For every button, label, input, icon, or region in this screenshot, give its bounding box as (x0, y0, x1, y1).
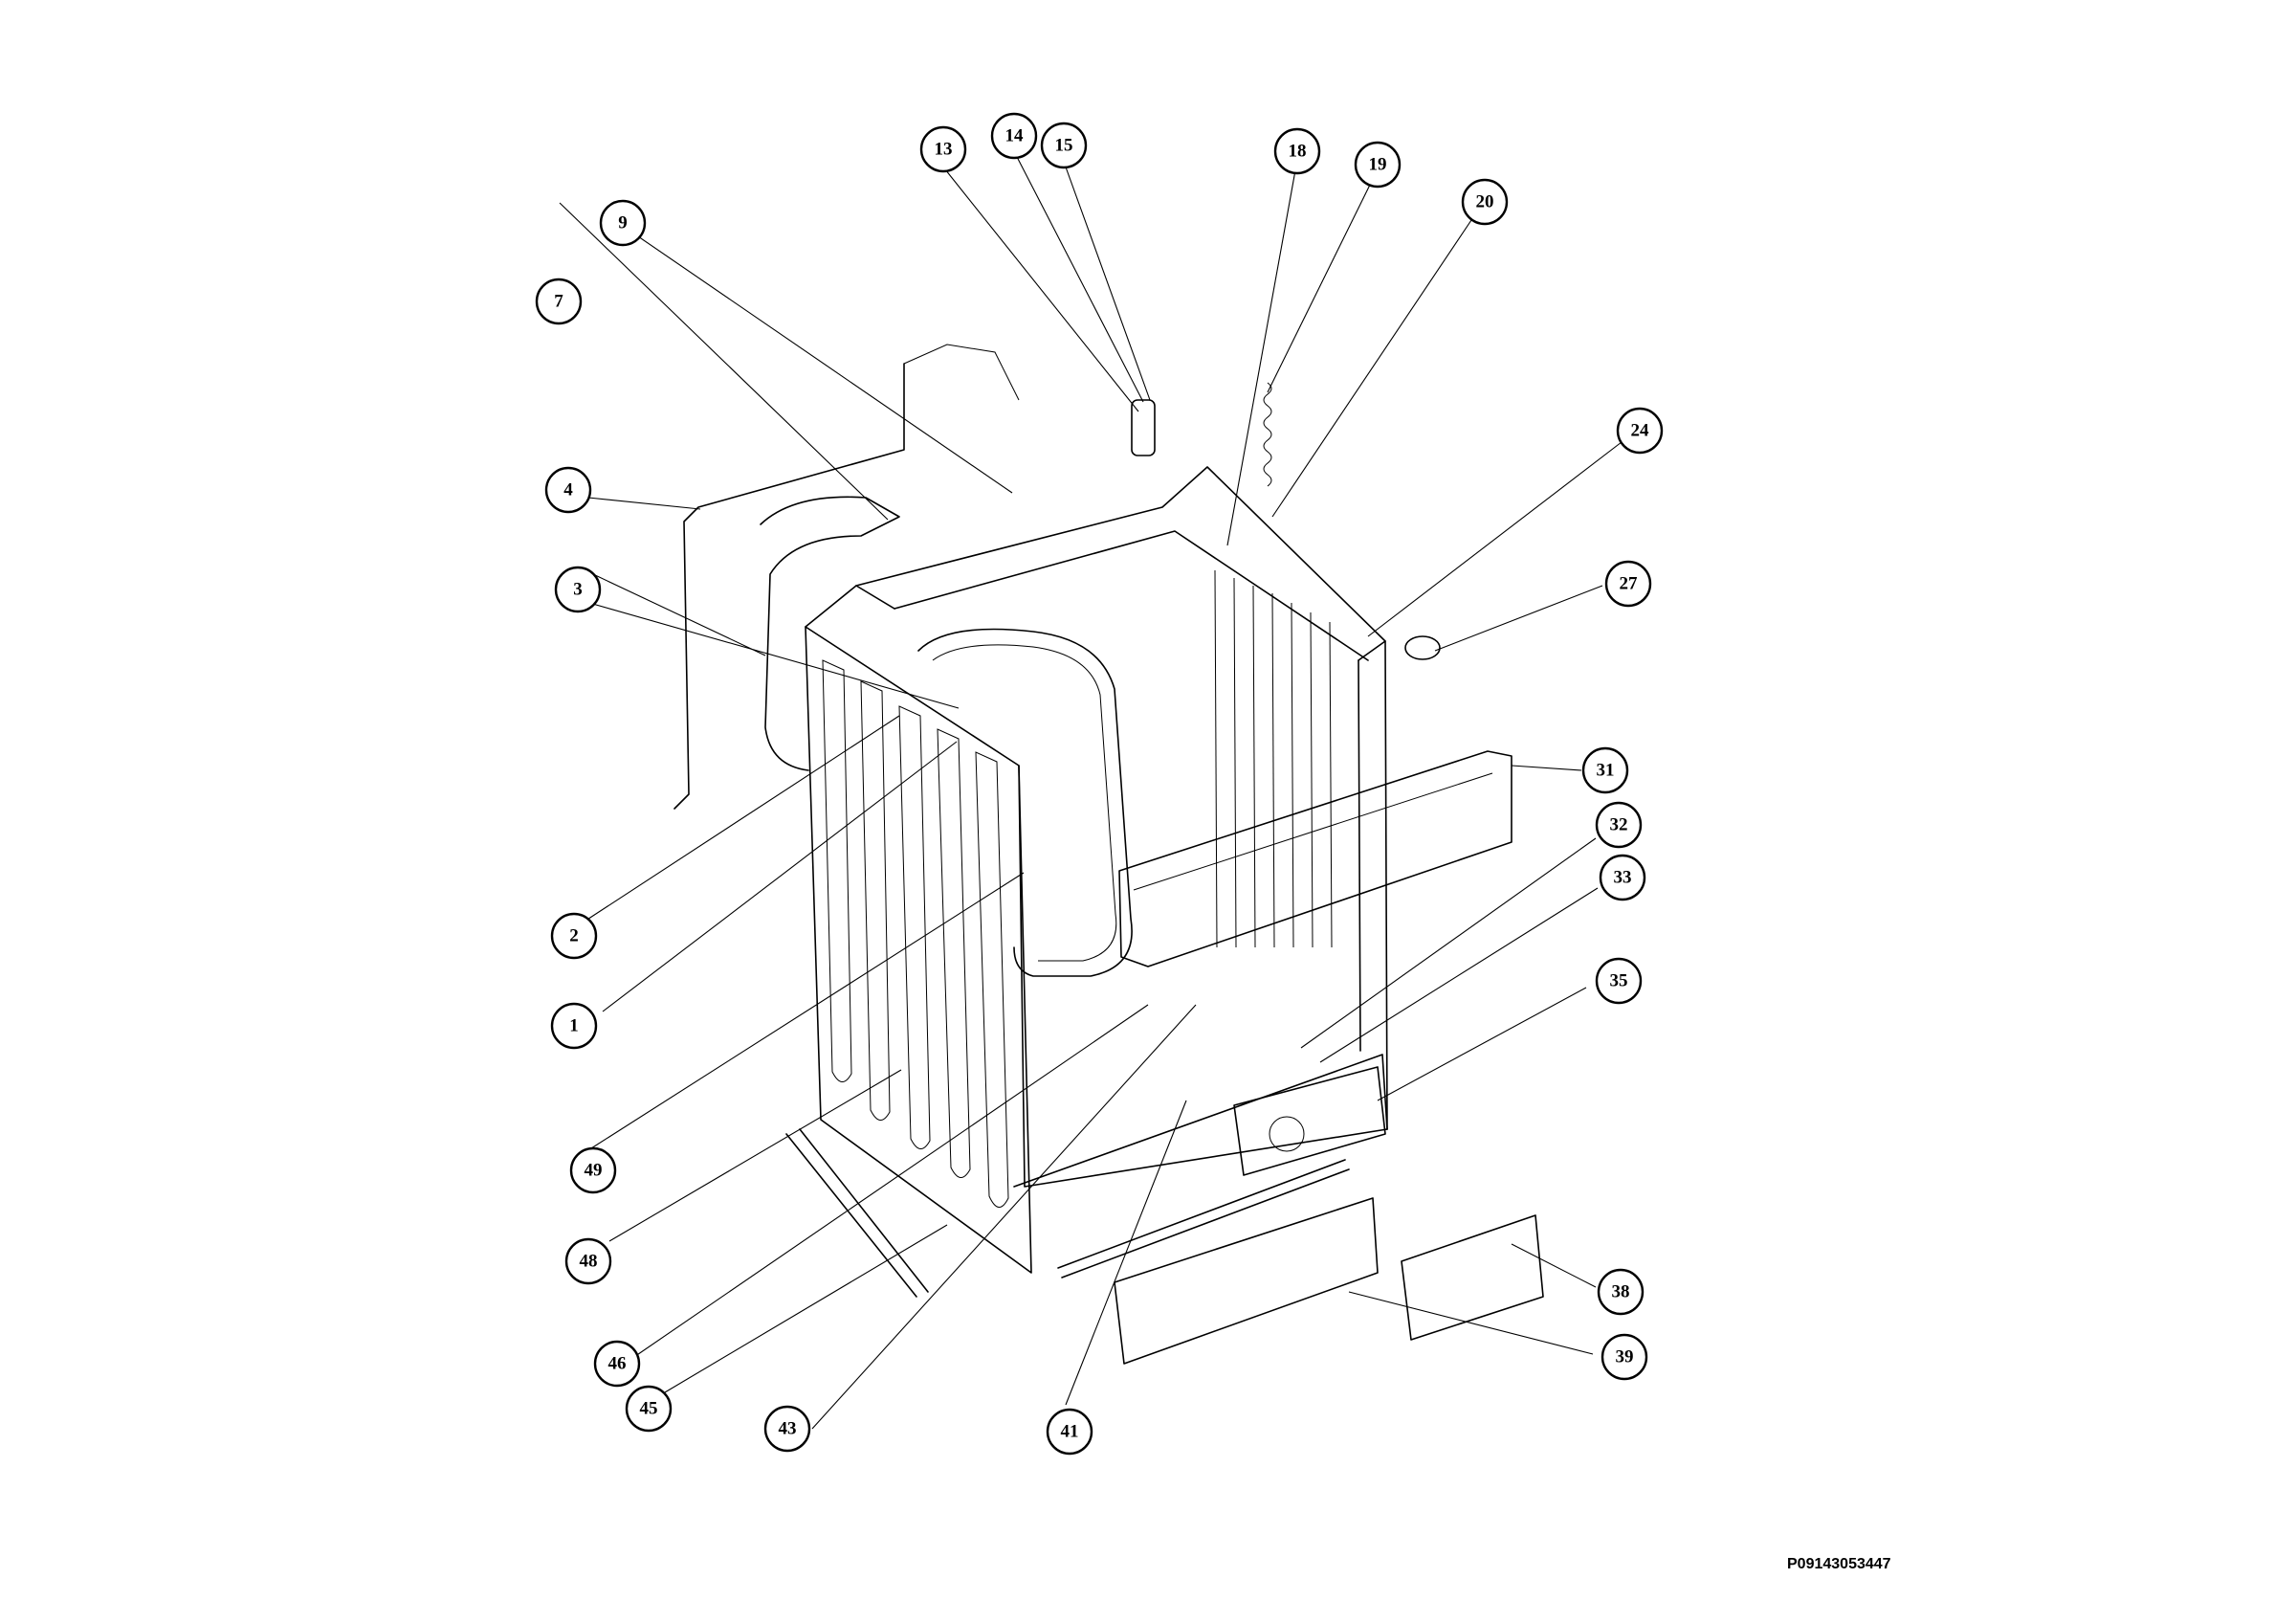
callout-1-label: 1 (569, 1016, 579, 1036)
callout-18: 18 (1273, 127, 1321, 175)
callout-14: 14 (990, 112, 1038, 160)
callout-48-label: 48 (580, 1252, 598, 1272)
callout-39: 39 (1601, 1333, 1648, 1381)
callout-24-label: 24 (1631, 421, 1650, 441)
callout-31: 31 (1581, 746, 1629, 794)
callout-3: 3 (554, 566, 602, 613)
callout-3-label: 3 (573, 580, 583, 600)
callout-1: 1 (550, 1002, 598, 1050)
callout-14-label: 14 (1005, 126, 1025, 146)
callout-49-label: 49 (585, 1161, 603, 1181)
callout-18-label: 18 (1289, 142, 1307, 162)
callout-32: 32 (1595, 801, 1643, 849)
callout-15-label: 15 (1055, 136, 1073, 156)
callout-38-label: 38 (1612, 1282, 1630, 1302)
callout-38: 38 (1597, 1268, 1645, 1316)
callout-15: 15 (1040, 122, 1088, 169)
callout-7-label: 7 (554, 292, 563, 312)
callout-41-label: 41 (1061, 1422, 1079, 1442)
callout-4: 4 (544, 466, 592, 514)
callout-43: 43 (763, 1405, 811, 1453)
leader-lines (559, 154, 1623, 1430)
callout-45-label: 45 (640, 1399, 658, 1419)
callout-33: 33 (1599, 854, 1646, 901)
callout-9: 9 (599, 199, 647, 247)
callout-2-label: 2 (569, 926, 579, 946)
callout-20: 20 (1461, 178, 1509, 226)
callout-32-label: 32 (1610, 815, 1628, 835)
callout-43-label: 43 (779, 1419, 797, 1439)
cabinet-line-art (673, 344, 1544, 1365)
callout-35-label: 35 (1610, 971, 1628, 991)
callout-49: 49 (569, 1146, 617, 1194)
callout-39-label: 39 (1616, 1347, 1634, 1367)
callout-19: 19 (1354, 141, 1402, 189)
callout-4-label: 4 (563, 480, 573, 500)
callout-9-label: 9 (618, 213, 628, 233)
callout-41: 41 (1046, 1408, 1093, 1456)
callout-45: 45 (625, 1385, 673, 1433)
callout-48: 48 (564, 1237, 612, 1285)
callout-20-label: 20 (1476, 192, 1494, 212)
callout-35: 35 (1595, 957, 1643, 1005)
callout-13: 13 (919, 125, 967, 173)
callout-46-label: 46 (608, 1354, 627, 1374)
callout-13-label: 13 (935, 140, 953, 160)
callout-7: 7 (535, 278, 583, 325)
callout-33-label: 33 (1614, 868, 1632, 888)
callout-24: 24 (1616, 407, 1664, 455)
callout-27-label: 27 (1620, 574, 1639, 594)
callout-19-label: 19 (1369, 155, 1387, 175)
drawing-code: P09143053447 (1787, 1556, 1891, 1572)
callout-46: 46 (593, 1340, 641, 1388)
callout-2: 2 (550, 912, 598, 960)
callout-31-label: 31 (1597, 761, 1615, 781)
callout-27: 27 (1604, 560, 1652, 608)
